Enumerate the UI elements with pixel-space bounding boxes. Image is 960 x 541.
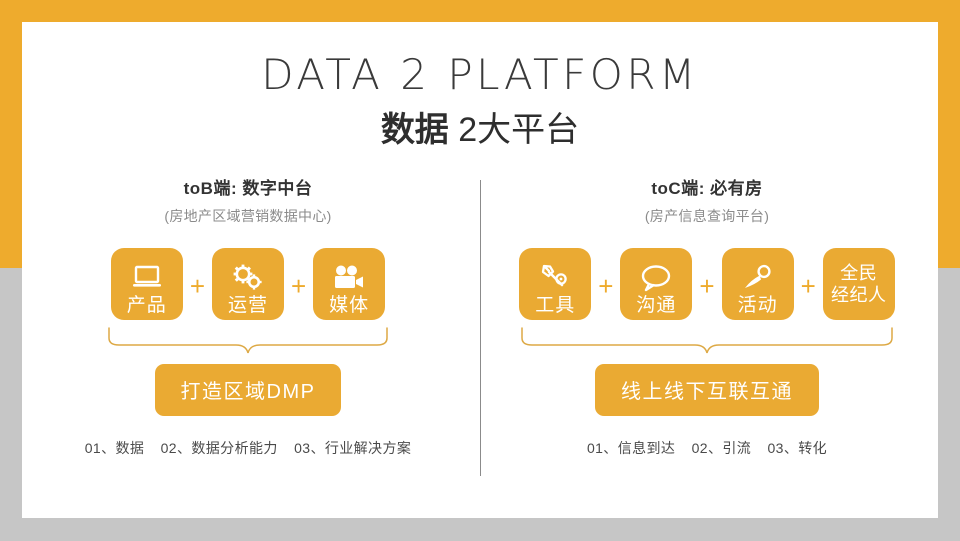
box-operations[interactable]: 运营 [212, 248, 284, 320]
brace-right [521, 327, 893, 354]
plus-separator-l2: + [291, 271, 307, 301]
column-toc-subtitle: (房产信息查询平台) [644, 208, 770, 224]
plus-separator-r1: + [598, 271, 614, 301]
box-product-label: 产品 [126, 295, 167, 316]
box-operations-label: 运营 [227, 295, 268, 316]
column-tob: toB端: 数字中台 (房地产区域营销数据中心) 产品 + [38, 174, 458, 458]
box-tools-label: 工具 [535, 295, 576, 316]
microphone-icon [742, 261, 774, 295]
column-tob-box-row: 产品 + [38, 248, 458, 320]
page-title-chinese: 数据 2大平台 [22, 102, 938, 151]
box-agent-label-line1: 全民 [840, 263, 878, 283]
footer-item-r2: 02、引流 [691, 440, 752, 456]
box-media-label: 媒体 [329, 295, 370, 316]
frame-accent-top [0, 0, 960, 22]
plus-separator-l1: + [189, 271, 205, 301]
column-tob-heading: toB端: 数字中台 [183, 179, 313, 198]
plus-separator-r2: + [699, 271, 715, 301]
page-title-chinese-light: 2大平台 [448, 111, 580, 149]
footer-item-r1: 01、信息到达 [586, 440, 676, 456]
page-title-english: DATA 2 PLATFORM [261, 50, 699, 99]
wrench-icon [539, 261, 571, 295]
pill-online-offline[interactable]: 线上线下互联互通 [595, 364, 819, 416]
gears-icon [232, 261, 264, 295]
box-tools[interactable]: 工具 [519, 248, 592, 320]
column-toc-heading: toC端: 必有房 [651, 179, 763, 198]
column-divider [480, 180, 481, 476]
footer-item-l3: 03、行业解决方案 [294, 440, 412, 456]
slide-canvas: DATA 2 PLATFORM 数据 2大平台 toB端: 数字中台 (房地产区… [22, 22, 938, 518]
brace-left [108, 327, 388, 354]
pill-dmp[interactable]: 打造区域DMP [154, 364, 342, 416]
footer-item-l1: 01、数据 [84, 440, 145, 456]
plus-separator-r3: + [800, 271, 816, 301]
column-toc-box-row: 工具 + 沟通 + [492, 248, 922, 320]
footer-item-l2: 02、数据分析能力 [160, 440, 278, 456]
box-communication-label: 沟通 [636, 295, 677, 316]
video-camera-icon [332, 261, 366, 295]
box-activity[interactable]: 活动 [721, 248, 794, 320]
pill-wrap-right: 线上线下互联互通 [492, 364, 922, 416]
page-title-chinese-bold: 数据 [380, 111, 449, 149]
pill-wrap-left: 打造区域DMP [38, 364, 458, 416]
column-toc: toC端: 必有房 (房产信息查询平台) 工具 + [492, 174, 922, 458]
box-media[interactable]: 媒体 [313, 248, 386, 320]
column-toc-footer: 01、信息到达 02、引流 03、转化 [492, 438, 922, 458]
column-tob-subtitle: (房地产区域营销数据中心) [164, 208, 332, 224]
column-tob-footer: 01、数据 02、数据分析能力 03、行业解决方案 [38, 438, 458, 458]
speech-bubble-icon [639, 261, 673, 295]
laptop-icon [131, 261, 163, 295]
box-agent-label-line2: 经纪人 [831, 285, 887, 305]
box-communication[interactable]: 沟通 [620, 248, 693, 320]
box-activity-label: 活动 [737, 295, 778, 316]
footer-item-r3: 03、转化 [767, 440, 828, 456]
box-agent[interactable]: 全民 经纪人 [822, 248, 895, 320]
frame-accent-left [0, 0, 22, 268]
frame-accent-right [938, 0, 960, 268]
box-product[interactable]: 产品 [110, 248, 183, 320]
